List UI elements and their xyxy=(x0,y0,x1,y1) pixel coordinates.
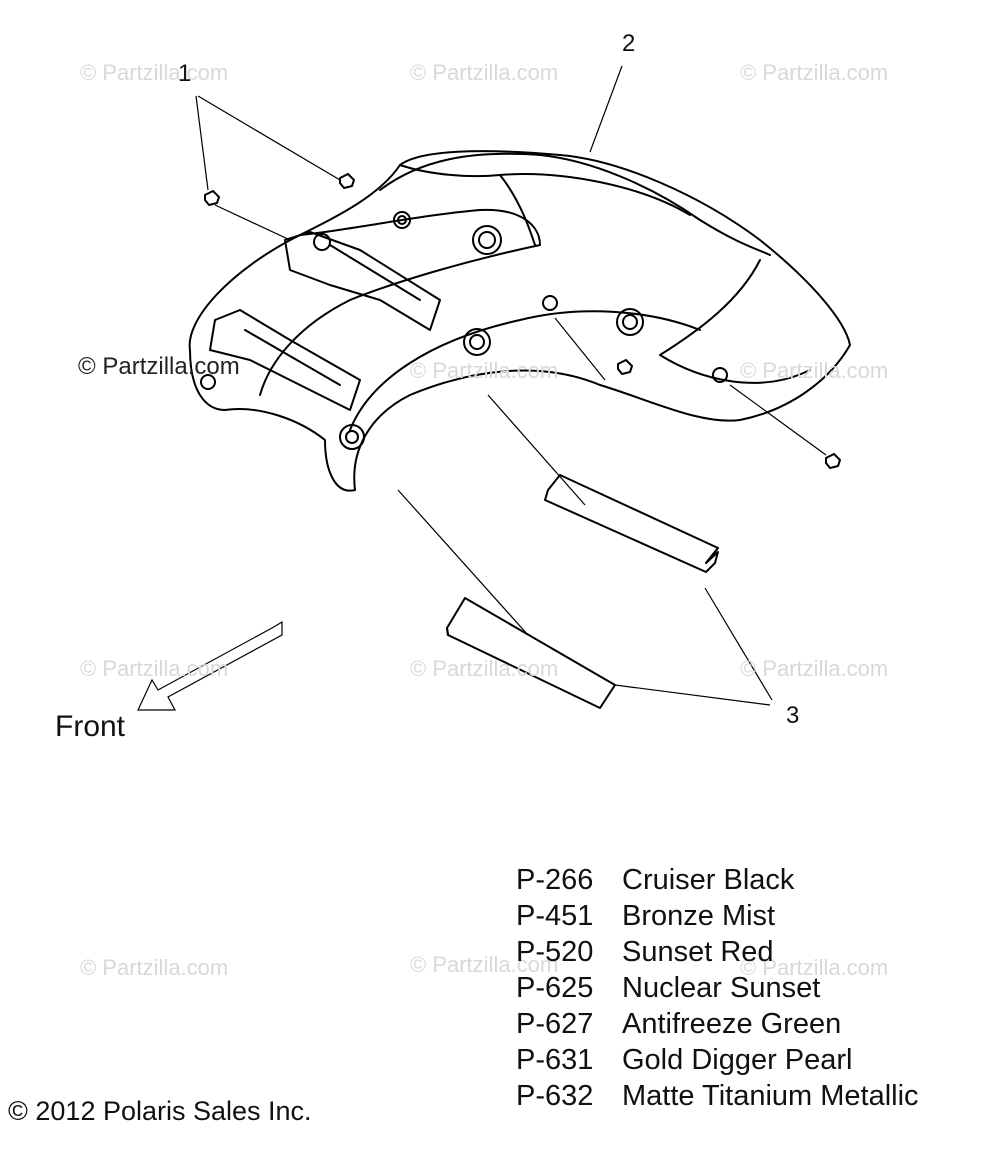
nut xyxy=(617,359,633,375)
color-row: P-520 Sunset Red xyxy=(516,934,919,970)
fender-outline xyxy=(188,150,851,492)
watermark: © Partzilla.com xyxy=(410,952,559,977)
boss xyxy=(393,211,411,229)
watermark: © Partzilla.com xyxy=(740,358,889,383)
color-name: Matte Titanium Metallic xyxy=(622,1080,919,1112)
color-code: P-266 xyxy=(516,864,594,896)
front-arrow-icon xyxy=(137,620,283,711)
watermark: © Partzilla.com xyxy=(410,358,559,383)
color-name: Sunset Red xyxy=(622,936,774,968)
nut xyxy=(825,453,841,469)
nut xyxy=(339,173,355,189)
boss xyxy=(712,367,728,383)
leader-3a xyxy=(704,587,773,701)
color-row: P-266 Cruiser Black xyxy=(516,862,919,898)
callout-3: 3 xyxy=(786,702,800,729)
boss xyxy=(463,328,491,356)
leader-1b xyxy=(195,95,209,191)
boss xyxy=(339,424,365,450)
color-code: P-520 xyxy=(516,936,594,968)
watermark: © Partzilla.com xyxy=(740,955,889,980)
color-name: Nuclear Sunset xyxy=(622,972,821,1004)
color-code-table: P-266 Cruiser Black P-451 Bronze Mist P-52… xyxy=(516,862,919,1114)
nut xyxy=(204,190,220,206)
watermark: © Partzilla.com xyxy=(410,656,559,681)
color-code: P-631 xyxy=(516,1044,594,1076)
color-name: Cruiser Black xyxy=(622,864,795,896)
boss xyxy=(313,233,331,251)
color-code: P-451 xyxy=(516,900,594,932)
watermark: © Partzilla.com xyxy=(80,656,229,681)
front-direction-label: Front xyxy=(55,710,126,743)
watermark: © Partzilla.com xyxy=(410,60,559,85)
color-name: Antifreeze Green xyxy=(622,1008,842,1040)
watermark: © Partzilla.com xyxy=(80,60,229,85)
color-code: P-627 xyxy=(516,1008,594,1040)
watermark: © Partzilla.com xyxy=(740,656,889,681)
color-name: Bronze Mist xyxy=(622,900,776,932)
decal-strip-lower xyxy=(446,597,616,709)
leader-3b xyxy=(614,684,771,706)
fender-crown xyxy=(379,152,771,256)
color-code: P-625 xyxy=(516,972,594,1004)
decal-strip-upper xyxy=(544,474,719,573)
callout-2: 2 xyxy=(622,30,636,57)
color-name: Gold Digger Pearl xyxy=(622,1044,853,1076)
color-row: P-625 Nuclear Sunset xyxy=(516,970,919,1006)
watermark-prominent: © Partzilla.com xyxy=(78,353,240,380)
leader-1a xyxy=(197,95,341,181)
boss xyxy=(616,308,644,336)
color-row: P-631 Gold Digger Pearl xyxy=(516,1042,919,1078)
color-code: P-632 xyxy=(516,1080,594,1112)
copyright-notice: © 2012 Polaris Sales Inc. xyxy=(8,1096,312,1126)
color-row: P-627 Antifreeze Green xyxy=(516,1006,919,1042)
boss xyxy=(472,225,502,255)
color-row: P-632 Matte Titanium Metallic xyxy=(516,1078,919,1114)
watermark: © Partzilla.com xyxy=(740,60,889,85)
boss xyxy=(200,374,216,390)
callout-1: 1 xyxy=(178,60,192,87)
boss xyxy=(542,295,558,311)
watermark: © Partzilla.com xyxy=(80,955,229,980)
leader-2 xyxy=(589,65,623,153)
color-row: P-451 Bronze Mist xyxy=(516,898,919,934)
